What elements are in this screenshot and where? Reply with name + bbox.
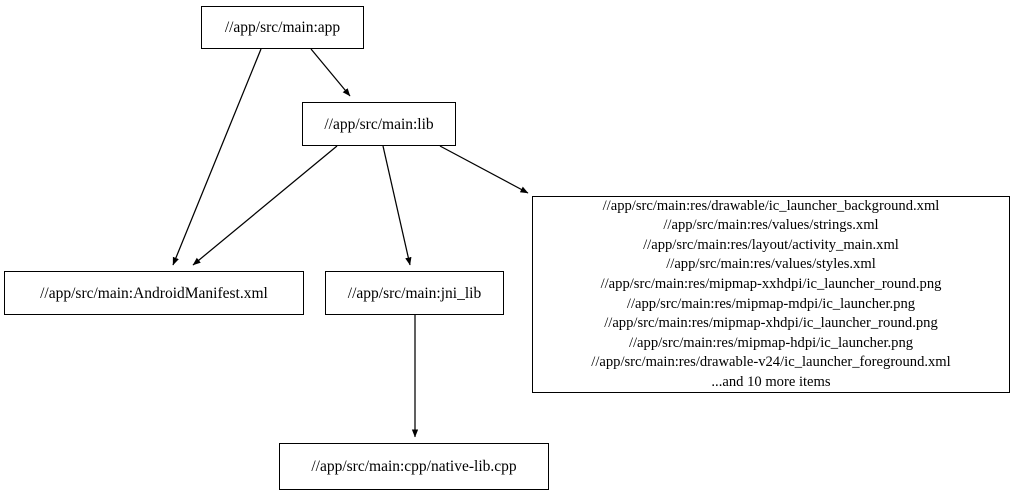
graph-edge-lib-to-manifest — [192, 145, 338, 266]
graph-node-resources[interactable]: //app/src/main:res/drawable/ic_launcher_… — [532, 196, 1010, 393]
graph-node-lib[interactable]: //app/src/main:lib — [302, 102, 456, 146]
graph-edge-lib-to-resources — [439, 145, 529, 194]
graph-node-jni-lib[interactable]: //app/src/main:jni_lib — [325, 271, 504, 315]
graph-node-native-lib-cpp[interactable]: //app/src/main:cpp/native-lib.cpp — [279, 443, 549, 490]
node-label: //app/src/main:lib — [324, 115, 434, 133]
node-label: //app/src/main:jni_lib — [347, 284, 482, 302]
graph-node-android-manifest[interactable]: //app/src/main:AndroidManifest.xml — [4, 271, 304, 315]
node-label: //app/src/main:AndroidManifest.xml — [40, 284, 268, 302]
graph-edge-app-to-lib — [310, 48, 351, 97]
node-label: //app/src/main:app — [224, 19, 341, 36]
graph-edge-lib-to-jni-lib — [382, 145, 412, 266]
graph-node-app[interactable]: //app/src/main:app — [201, 6, 364, 49]
node-label: //app/src/main:res/drawable/ic_launcher_… — [591, 197, 951, 390]
graph-edge-app-to-manifest — [172, 48, 262, 266]
node-label: //app/src/main:cpp/native-lib.cpp — [311, 458, 517, 475]
